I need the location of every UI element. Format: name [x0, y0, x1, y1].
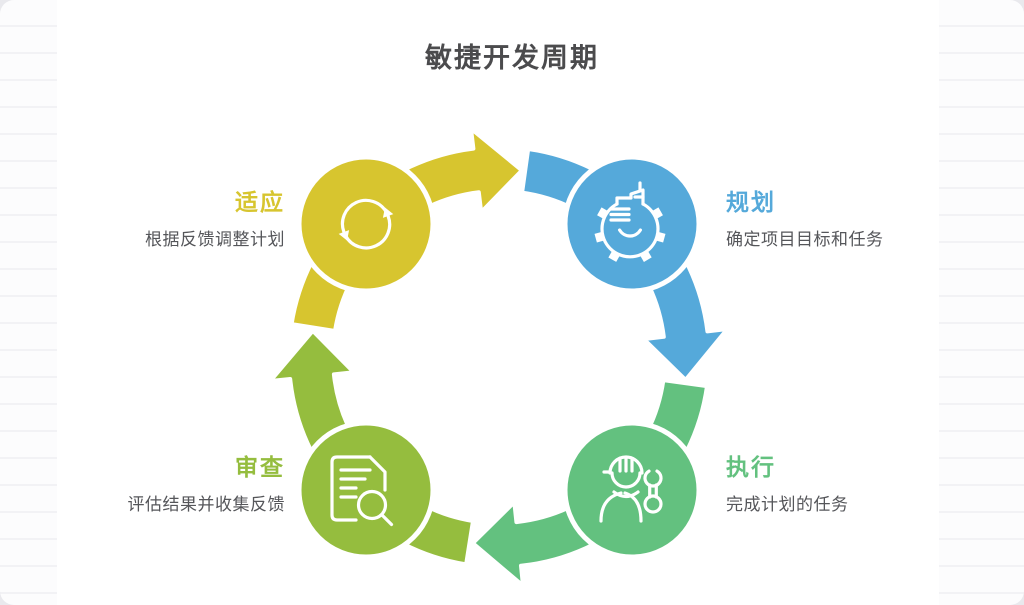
stage-plan-label: 规划: [726, 189, 776, 215]
stage-execute-description: 完成计划的任务: [726, 494, 849, 514]
stage-review-description: 评估结果并收集反馈: [127, 494, 285, 514]
page-title: 敏捷开发周期: [425, 43, 599, 73]
stage-adapt-label: 适应: [235, 189, 285, 215]
stage-adapt-description: 根据反馈调整计划: [145, 229, 285, 249]
worker-wrench-icon: [599, 455, 663, 523]
stage-circle-review: [296, 420, 436, 560]
stage-plan-description: 确定项目目标和任务: [726, 229, 884, 249]
stage-execute-label: 执行: [726, 454, 776, 480]
content-card: [57, 0, 939, 605]
refresh-icon: [338, 198, 394, 250]
stage-circle-execute: [562, 420, 702, 560]
stage-plan-text: 规划 确定项目目标和任务: [726, 189, 986, 251]
stage-review-label: 审查: [235, 454, 285, 480]
stage-circles: [296, 154, 702, 560]
stage-review-text: 审查 评估结果并收集反馈: [25, 454, 285, 516]
stage-execute-text: 执行 完成计划的任务: [726, 454, 986, 516]
stage-adapt-text: 适应 根据反馈调整计划: [25, 189, 285, 251]
stage-circle-adapt: [296, 154, 436, 294]
document-search-icon: [330, 455, 394, 527]
stage-circle-plan: [562, 154, 702, 294]
factory-gear-icon: [594, 181, 666, 262]
